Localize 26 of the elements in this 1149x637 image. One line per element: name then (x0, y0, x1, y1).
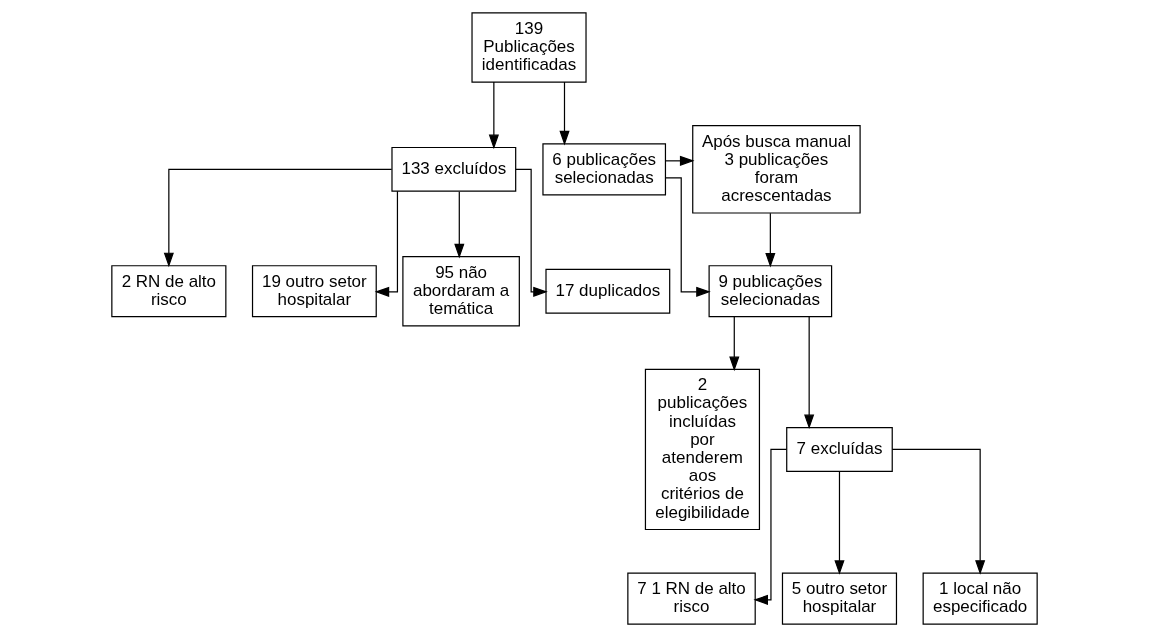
node-box: 2 RN de alto risco (111, 265, 227, 318)
node-box: 19 outro setor hospitalar (251, 265, 377, 318)
node-box: Após busca manual 3 publicações foram acrescentadas (692, 125, 861, 214)
arrow (515, 168, 548, 297)
node-box: 2 publicações incluídas por atenderem aos critérios de elegibilidade (644, 368, 761, 531)
arrow (163, 168, 393, 268)
node-box: 17 duplicados (545, 268, 671, 314)
arrow (665, 177, 711, 297)
arrow (804, 316, 815, 430)
node-box: 7 excluídas (786, 427, 893, 472)
arrow (559, 81, 570, 146)
node-box: 139 Publicações identificadas (471, 12, 587, 83)
node-box: 7 1 RN de alto risco (627, 572, 756, 625)
node-box: 1 local não especificado (922, 572, 1038, 625)
arrow (834, 470, 845, 575)
arrow (765, 212, 776, 268)
node-box: 5 outro setor hospitalar (781, 572, 898, 625)
arrow (488, 81, 499, 150)
node-box: 133 excluídos (391, 146, 517, 192)
arrow (374, 190, 399, 297)
arrow (891, 448, 986, 575)
node-box: 9 publicações selecionadas (708, 265, 833, 318)
node-box: 95 não abordaram a temática (402, 256, 520, 327)
arrow (454, 191, 465, 259)
node-box: 6 publicações selecionadas (542, 143, 667, 196)
arrow (729, 316, 740, 372)
